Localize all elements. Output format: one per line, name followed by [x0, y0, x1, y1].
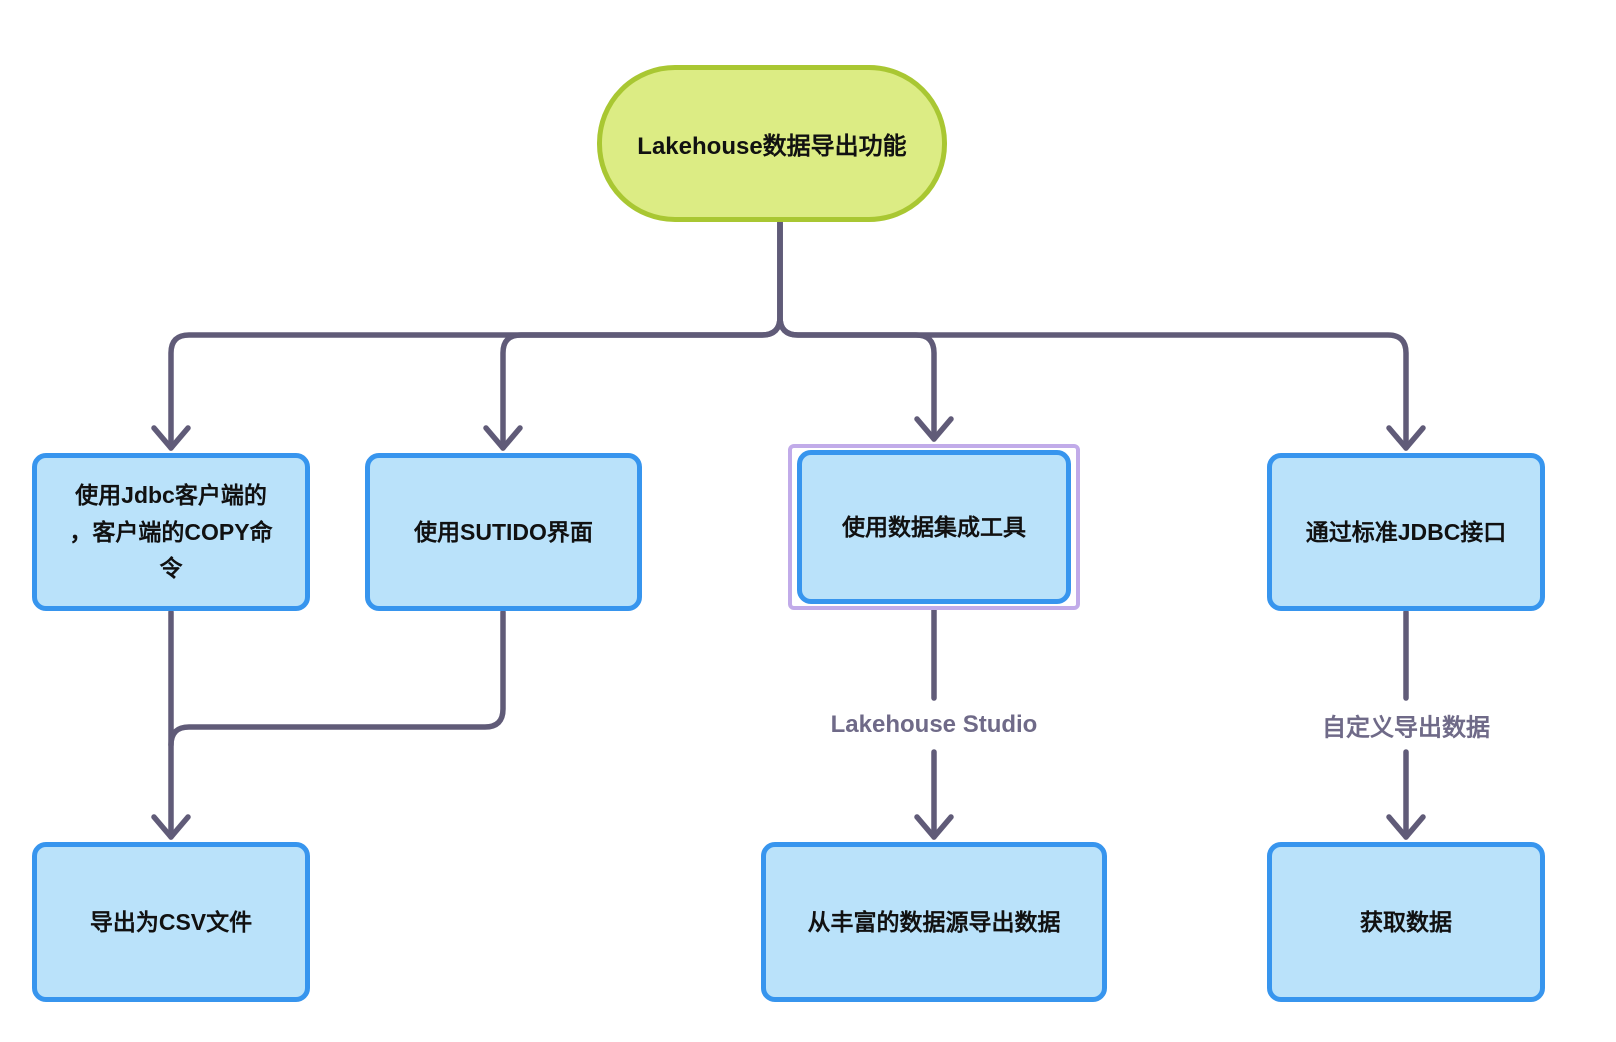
edge-label-lakehouse-studio: Lakehouse Studio: [824, 709, 1044, 741]
node-export-rich-sources[interactable]: 从丰富的数据源导出数据: [761, 842, 1107, 1002]
node-get-data[interactable]: 获取数据: [1267, 842, 1545, 1002]
node-standard-jdbc-api[interactable]: 通过标准JDBC接口: [1267, 453, 1545, 611]
edge-root-to-studio-ui: [483, 219, 783, 451]
node-data-integration-tool[interactable]: 使用数据集成工具: [797, 450, 1071, 604]
edge-label-custom-export: 自定义导出数据: [1316, 705, 1496, 745]
selection-outline: [788, 444, 1080, 610]
node-export-csv[interactable]: 导出为CSV文件: [32, 842, 310, 1002]
edge-root-to-integration: [777, 219, 954, 442]
edge-studio-ui-to-csv: [168, 609, 506, 748]
edge-root-to-jdbc-api: [777, 219, 1426, 451]
node-sutido-ui[interactable]: 使用SUTIDO界面: [365, 453, 642, 611]
node-jdbc-client-copy[interactable]: 使用Jdbc客户端的 ，客户端的COPY命 令: [32, 453, 310, 611]
node-root-lakehouse-export[interactable]: Lakehouse数据导出功能: [597, 65, 947, 222]
